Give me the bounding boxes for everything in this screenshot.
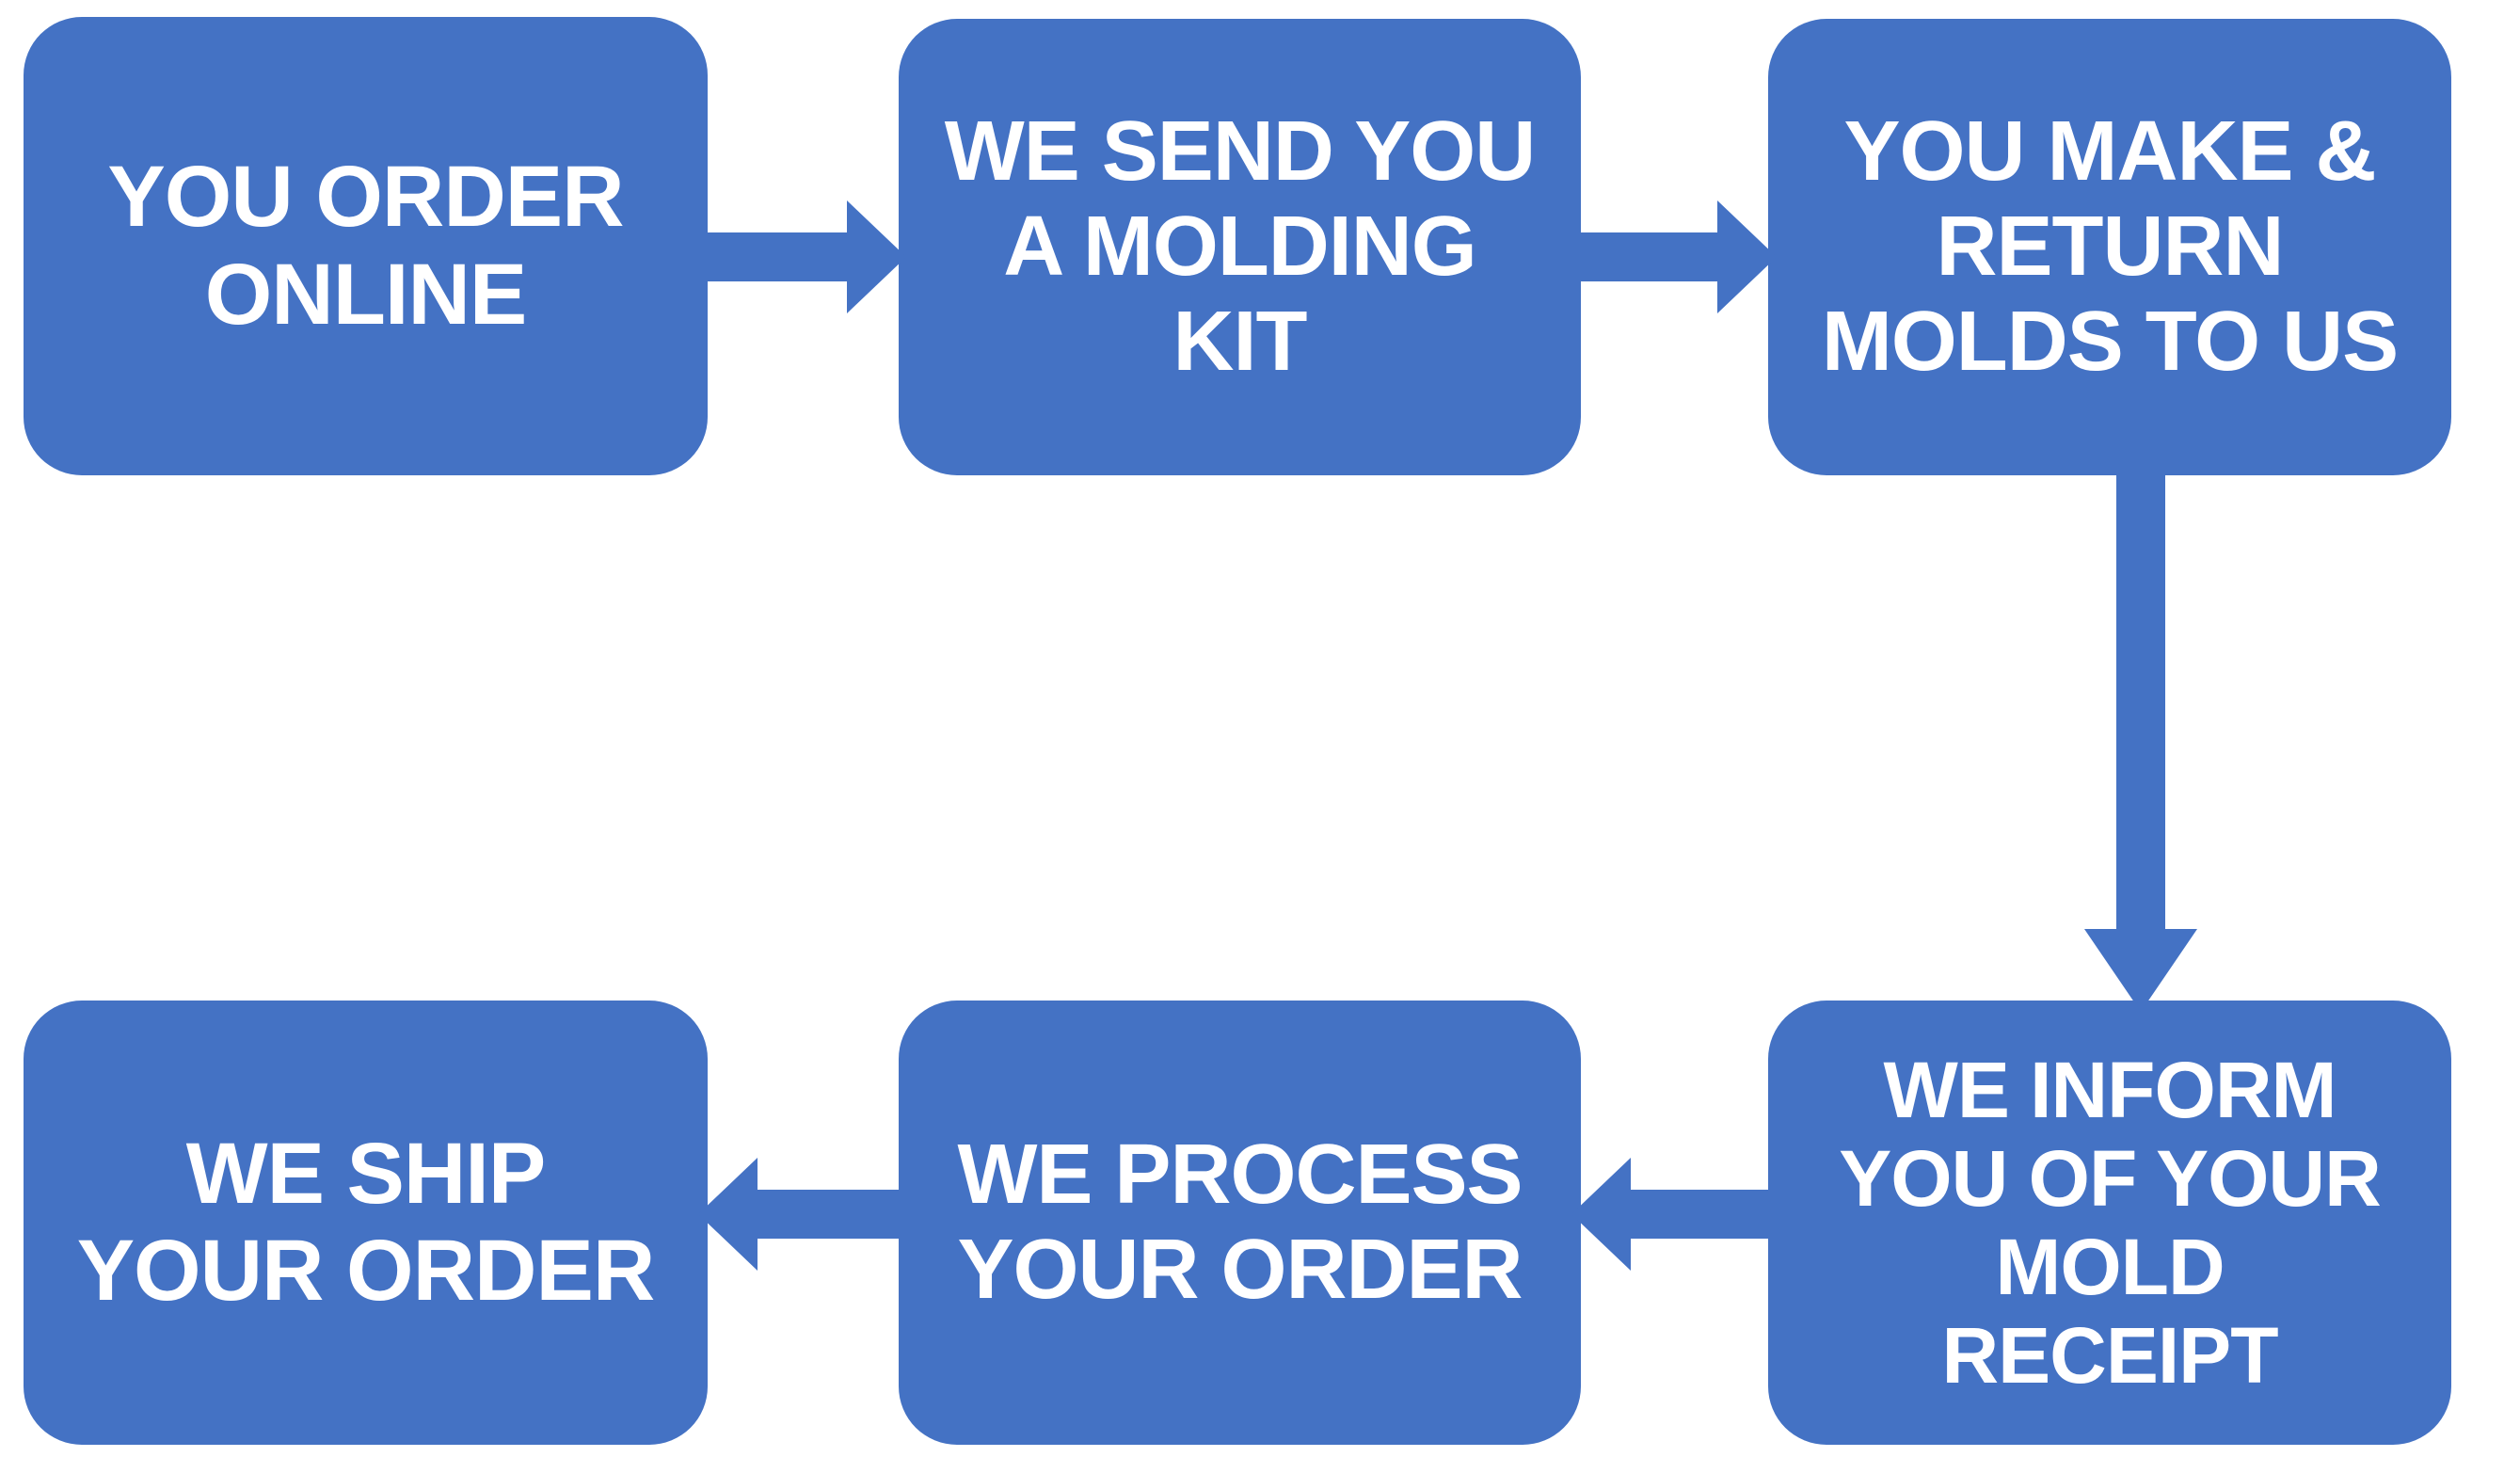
flow-node-make-return[interactable]: YOU MAKE & RETURN MOLDS TO US [1768,19,2451,475]
flow-node-ship-order[interactable]: WE SHIP YOUR ORDER [24,1001,708,1445]
flow-node-send-kit-label: WE SEND YOU A MOLDING KIT [944,104,1536,389]
flow-node-send-kit[interactable]: WE SEND YOU A MOLDING KIT [899,19,1581,475]
arrow-right-icon-order-to-kit [701,200,906,313]
flow-node-ship-order-label: WE SHIP YOUR ORDER [76,1125,656,1319]
flow-node-process-order[interactable]: WE PROCESS YOUR ORDER [899,1001,1581,1445]
flow-node-inform-receipt[interactable]: WE INFORM YOU OF YOUR MOLD RECEIPT [1768,1001,2451,1445]
arrow-right-icon-kit-to-make [1571,200,1777,313]
arrow-left-icon-inform-to-process [1571,1158,1777,1271]
flow-node-inform-receipt-label: WE INFORM YOU OF YOUR MOLD RECEIPT [1839,1045,2382,1401]
flow-node-order-online[interactable]: YOU ORDER ONLINE [24,17,708,475]
flow-node-make-return-label: YOU MAKE & RETURN MOLDS TO US [1821,104,2399,389]
flow-node-process-order-label: WE PROCESS YOUR ORDER [957,1128,1523,1317]
flow-node-order-online-label: YOU ORDER ONLINE [107,149,624,343]
arrow-left-icon-process-to-ship [698,1158,907,1271]
arrow-down-icon-make-to-inform [2084,466,2197,1012]
